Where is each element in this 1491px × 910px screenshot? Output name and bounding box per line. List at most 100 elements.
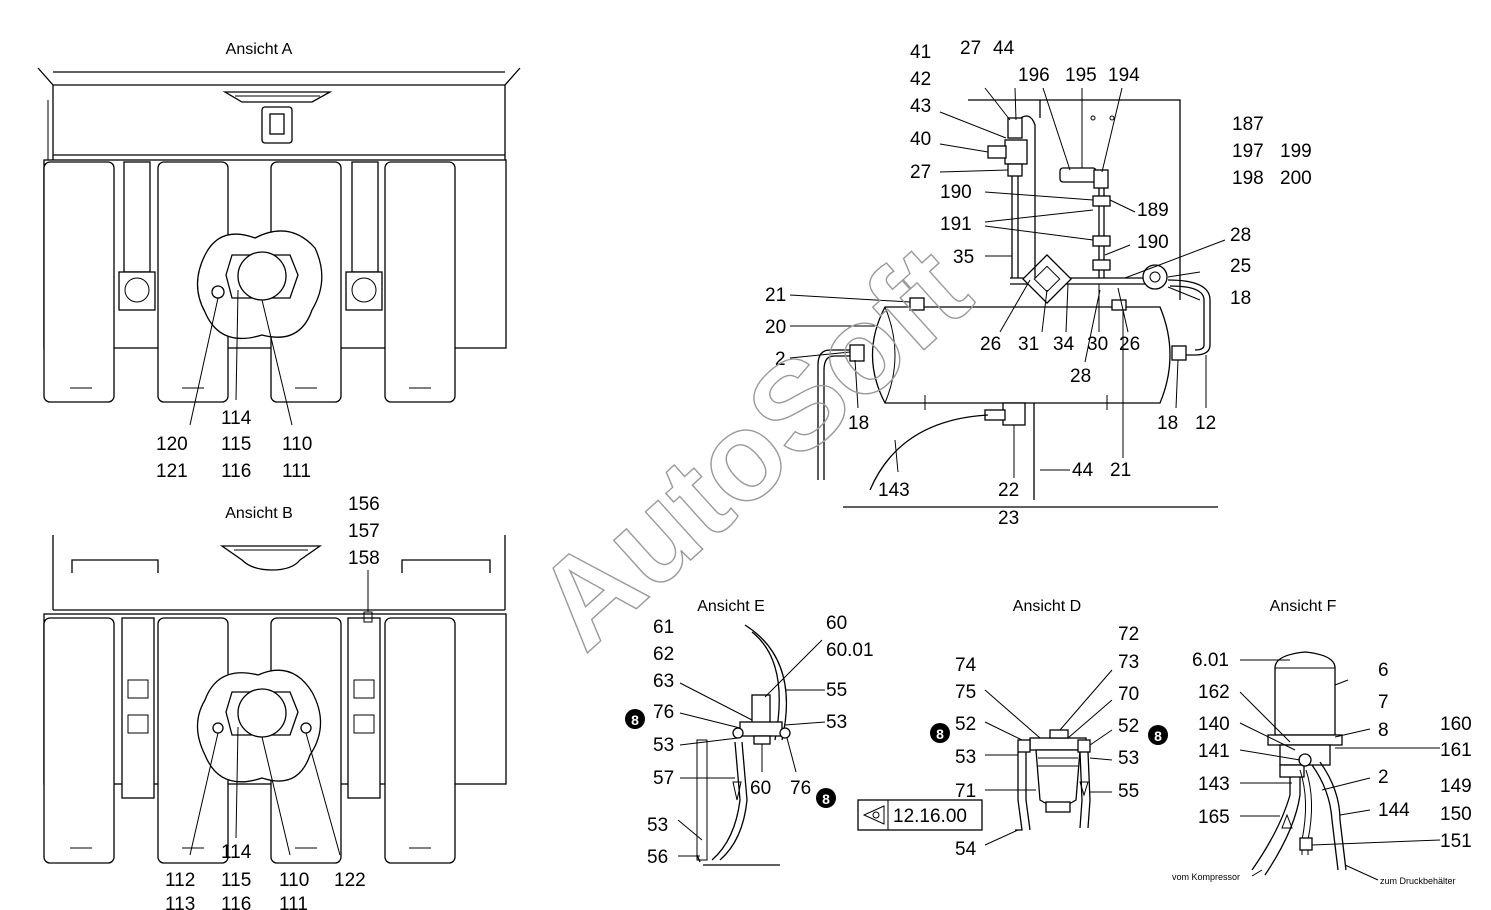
part-number-label: 44 [993, 38, 1015, 59]
part-number-label: 18 [1157, 413, 1178, 434]
part-number-label: 156 [348, 494, 380, 515]
part-number-label: 160 [1440, 714, 1472, 735]
badge-8 [625, 709, 645, 729]
view-b-title: Ansicht B [225, 505, 293, 522]
part-number-label: 195 [1065, 65, 1097, 86]
part-number-label: 143 [878, 480, 910, 501]
part-number-label: 2 [1378, 767, 1389, 788]
part-number-label: 70 [1118, 684, 1139, 705]
part-number-label: 149 [1440, 776, 1472, 797]
part-number-label: 21 [765, 285, 786, 306]
part-number-label: 53 [1118, 748, 1139, 769]
part-number-label: 162 [1198, 682, 1230, 703]
part-number-label: 110 [282, 434, 312, 455]
part-number-label: 200 [1280, 168, 1312, 189]
part-number-label: 26 [1119, 334, 1140, 355]
part-number-label: 194 [1108, 65, 1140, 86]
badge-8 [930, 723, 950, 743]
part-number-label: 42 [910, 69, 931, 90]
part-number-label: 158 [348, 548, 380, 569]
part-number-label: 53 [647, 815, 668, 836]
part-number-label: 141 [1198, 741, 1230, 762]
part-number-label: 52 [1118, 716, 1139, 737]
part-number-label: 112 [165, 870, 195, 891]
part-number-label: 113 [165, 894, 195, 910]
part-number-label: 72 [1118, 624, 1139, 645]
view-a-labels: 120 121 114 115 116 110 111 [156, 408, 312, 482]
view-d: Ansicht D 8 8 12.16.00 [857, 598, 1168, 846]
reference-box [857, 799, 983, 831]
part-number-label: 190 [940, 182, 972, 203]
part-number-label: 43 [910, 96, 931, 117]
air-tank-assembly [789, 87, 1226, 508]
view-b-labels: 156 157 158 112 113 114 115 116 110 111 … [165, 494, 380, 910]
part-number-label: 157 [348, 521, 380, 542]
badge-8-text: 8 [822, 791, 830, 807]
part-number-label: 34 [1053, 334, 1075, 355]
part-number-label: 20 [765, 317, 786, 338]
view-b: Ansicht B [43, 505, 507, 864]
part-number-label: 161 [1440, 740, 1472, 761]
part-number-label: 18 [848, 413, 869, 434]
part-number-label: 55 [1118, 781, 1139, 802]
part-number-label: 199 [1280, 141, 1312, 162]
part-number-label: 60 [750, 778, 771, 799]
part-number-label: 196 [1018, 65, 1050, 86]
part-number-label: 122 [334, 870, 366, 891]
part-number-label: 115 [221, 870, 251, 891]
part-number-label: 23 [998, 508, 1019, 529]
main-assembly-labels: 41 42 43 40 27 27 44 196 195 194 187 197… [765, 38, 1312, 529]
part-number-label: 198 [1232, 168, 1264, 189]
part-number-label: 121 [156, 461, 188, 482]
part-number-label: 53 [826, 712, 847, 733]
part-number-label: 6.01 [1192, 650, 1229, 671]
part-number-label: 18 [1230, 288, 1251, 309]
part-number-label: 74 [955, 655, 977, 676]
view-a-title: Ansicht A [226, 41, 293, 58]
part-number-label: 56 [647, 847, 668, 868]
part-number-label: 28 [1070, 366, 1091, 387]
part-number-label: 28 [1230, 225, 1251, 246]
part-number-label: 114 [221, 408, 252, 429]
part-number-label: 7 [1378, 692, 1389, 713]
part-number-label: 75 [955, 682, 976, 703]
view-d-labels: 74 75 52 53 71 54 72 73 70 52 53 55 [955, 624, 1139, 860]
part-number-label: 2 [775, 349, 786, 370]
part-number-label: 52 [955, 714, 976, 735]
part-number-label: 197 [1232, 141, 1264, 162]
part-number-label: 53 [955, 747, 976, 768]
badge-8 [1148, 725, 1168, 745]
view-f-labels: 6.01 162 140 141 143 165 6 7 8 2 144 160… [1192, 650, 1472, 852]
view-f-title: Ansicht F [1270, 598, 1337, 615]
part-number-label: 60 [826, 613, 847, 634]
part-number-label: 8 [1378, 720, 1389, 741]
part-number-label: 71 [955, 781, 976, 802]
part-number-label: 111 [282, 461, 311, 482]
part-number-label: 190 [1137, 232, 1169, 253]
view-e: Ansicht E 8 8 [625, 598, 836, 866]
part-number-label: 140 [1198, 714, 1230, 735]
part-number-label: 53 [653, 735, 674, 756]
part-number-label: 151 [1440, 831, 1472, 852]
part-number-label: 76 [790, 778, 811, 799]
part-number-label: 115 [221, 434, 251, 455]
part-number-label: 143 [1198, 774, 1230, 795]
part-number-label: 76 [653, 702, 674, 723]
part-number-label: 35 [953, 247, 974, 268]
badge-8-text: 8 [631, 712, 639, 728]
part-number-label: 60.01 [826, 640, 874, 661]
part-number-label: 63 [653, 671, 674, 692]
part-number-label: 26 [980, 334, 1001, 355]
badge-8-text: 8 [936, 726, 944, 742]
part-number-label: 191 [940, 214, 972, 235]
part-number-label: 25 [1230, 256, 1251, 277]
badge-8-text: 8 [1154, 728, 1162, 744]
part-number-label: 27 [910, 162, 931, 183]
part-number-label: 110 [279, 870, 309, 891]
part-number-label: 44 [1072, 460, 1094, 481]
reference-code: 12.16.00 [893, 806, 967, 827]
part-number-label: 6 [1378, 660, 1389, 681]
part-number-label: 41 [910, 42, 931, 63]
part-number-label: 144 [1378, 800, 1410, 821]
view-f: Ansicht F vom Kompressor zum Druckbehält… [1172, 598, 1456, 886]
